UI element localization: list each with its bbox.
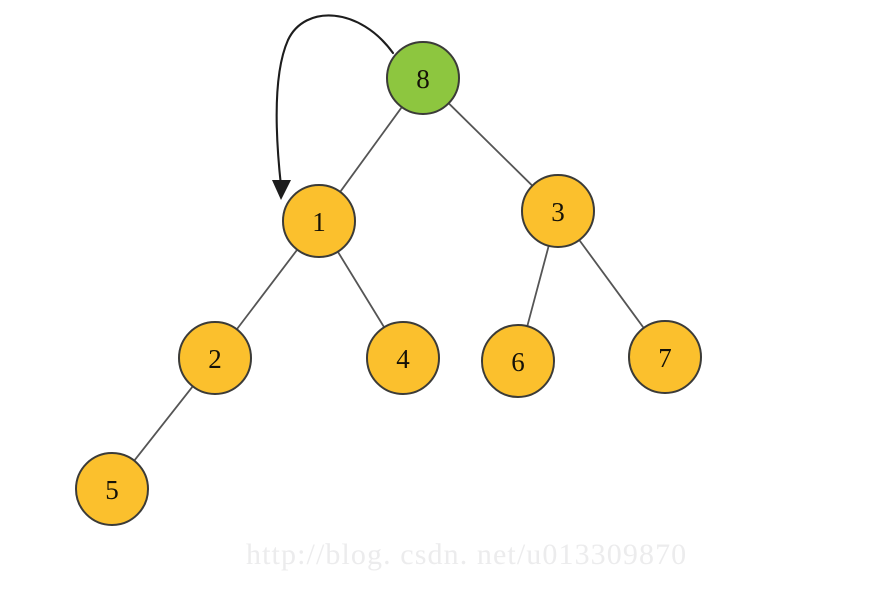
tree-node-3-circle[interactable] — [521, 174, 595, 248]
tree-node-2-label: 2 — [208, 344, 222, 374]
tree-node-7[interactable]: 7 — [628, 320, 702, 394]
tree-node-8-circle[interactable] — [386, 41, 460, 115]
pointer-arrow-8-to-1 — [275, 14, 395, 188]
tree-node-7-circle[interactable] — [628, 320, 702, 394]
edge-1-2 — [235, 247, 299, 332]
tree-node-2-circle[interactable] — [178, 321, 252, 395]
edges-layer — [132, 101, 646, 463]
tree-node-6[interactable]: 6 — [481, 324, 555, 398]
edge-2-5 — [132, 384, 195, 463]
watermark-text: http://blog. csdn. net/u013309870 — [246, 538, 688, 571]
tree-node-4[interactable]: 4 — [366, 321, 440, 395]
tree-node-1[interactable]: 1 — [282, 184, 356, 258]
tree-node-5[interactable]: 5 — [75, 452, 149, 526]
edge-3-7 — [577, 238, 646, 330]
tree-node-7-label: 7 — [658, 343, 672, 373]
arrow-layer — [272, 14, 395, 200]
edge-8-1 — [338, 105, 404, 194]
tree-node-4-label: 4 — [396, 344, 410, 374]
tree-node-8-label: 8 — [416, 64, 430, 94]
tree-node-1-label: 1 — [312, 207, 326, 237]
tree-node-8[interactable]: 8 — [386, 41, 460, 115]
tree-node-6-circle[interactable] — [481, 324, 555, 398]
tree-node-2[interactable]: 2 — [178, 321, 252, 395]
edge-8-3 — [447, 101, 534, 188]
tree-node-4-circle[interactable] — [366, 321, 440, 395]
tree-node-3-label: 3 — [551, 197, 565, 227]
nodes-layer: 8 1 3 2 4 6 7 5 — [75, 41, 702, 526]
edge-1-4 — [336, 249, 386, 330]
arrow-head-icon — [272, 180, 291, 200]
tree-node-5-label: 5 — [105, 475, 119, 505]
tree-node-5-circle[interactable] — [75, 452, 149, 526]
tree-node-1-circle[interactable] — [282, 184, 356, 258]
edge-3-6 — [526, 243, 550, 329]
tree-node-6-label: 6 — [511, 347, 525, 377]
tree-node-3[interactable]: 3 — [521, 174, 595, 248]
